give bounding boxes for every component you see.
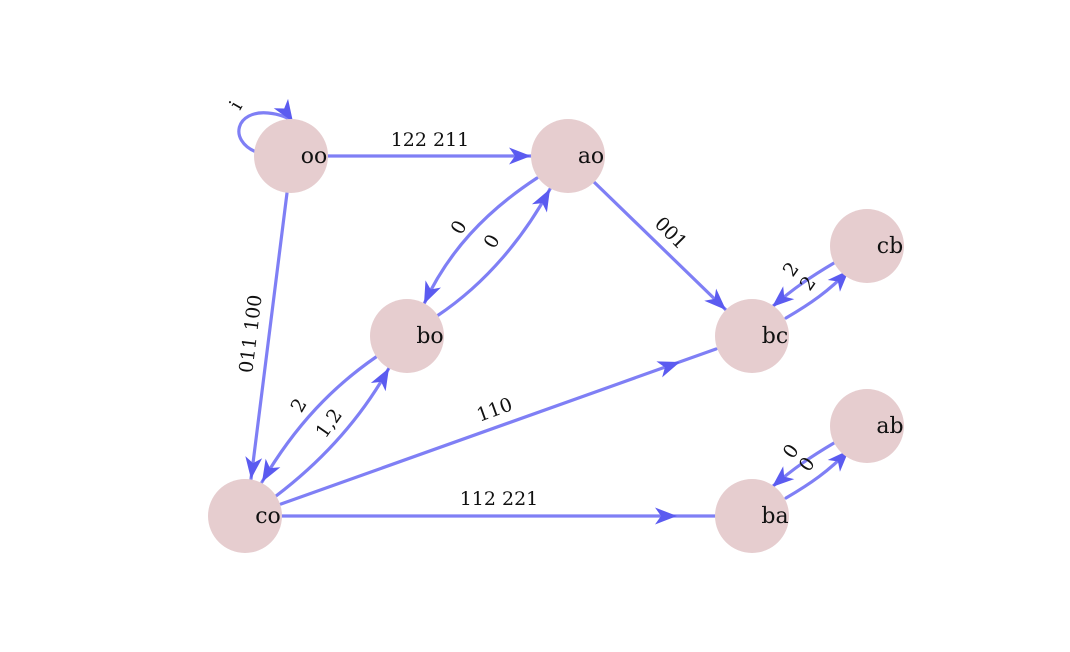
edge-label-co-ba: 112 221 (460, 488, 539, 510)
node-circle (531, 119, 605, 193)
arrowhead (370, 368, 389, 392)
node-label: bo (416, 324, 443, 349)
node-label: ao (578, 144, 604, 169)
edge-bc-cb (784, 268, 851, 320)
node-ab: ab (830, 389, 904, 463)
node-cb: cb (830, 209, 904, 283)
edge-ao-bo (422, 176, 539, 306)
nodes-layer: oo ao bo bc cb co ba ab (208, 119, 904, 553)
edge-line (274, 366, 391, 498)
node-label: oo (301, 144, 328, 169)
edge-label-bo-co: 2 (287, 395, 312, 416)
edge-co-bo (274, 366, 391, 498)
arrowhead (772, 466, 795, 487)
node-bo: bo (370, 299, 444, 373)
node-oo: oo (254, 119, 328, 193)
node-label: cb (877, 234, 903, 259)
edge-bo-ao (435, 187, 552, 318)
node-bc: bc (715, 299, 789, 373)
edge-ab-ba (770, 441, 836, 489)
arrowhead (704, 288, 726, 310)
node-ao: ao (531, 119, 605, 193)
node-label: co (255, 504, 281, 529)
edge-oo-oo (237, 98, 295, 154)
node-ba: ba (715, 479, 789, 553)
arrowhead (772, 286, 795, 307)
edge-label-ao-bc: 001 (650, 213, 691, 254)
arrowhead (655, 507, 677, 525)
arrowhead (273, 98, 293, 122)
edge-label-oo-ao: 122 211 (391, 129, 470, 151)
edge-cb-bc (770, 261, 836, 309)
edge-line (237, 111, 295, 154)
edge-line (279, 347, 718, 506)
edge-label-oo-co: 011 100 (235, 294, 266, 375)
arrowhead (827, 450, 849, 472)
edge-line (422, 176, 539, 306)
edge-line (249, 191, 289, 481)
node-label: ba (761, 504, 788, 529)
edge-co-ba (280, 507, 717, 525)
edge-ba-ab (784, 448, 851, 500)
node-circle (715, 479, 789, 553)
node-circle (830, 209, 904, 283)
edge-label-bc-cb: 2 (796, 272, 821, 295)
arrowhead (509, 147, 531, 165)
edge-bo-co (260, 355, 378, 484)
edge-oo-ao (326, 147, 533, 165)
node-circle (370, 299, 444, 373)
arrowhead (245, 456, 263, 479)
edge-co-bc (279, 347, 718, 506)
edge-label-ba-ab: 0 (795, 453, 820, 476)
node-circle (254, 119, 328, 193)
edge-line (260, 355, 378, 484)
node-circle (208, 479, 282, 553)
edge-oo-co (245, 191, 289, 481)
arrowhead (827, 270, 849, 292)
arrowhead (531, 189, 550, 213)
node-circle (715, 299, 789, 373)
edge-line (592, 180, 728, 312)
edge-ao-bc (592, 180, 728, 312)
node-circle (830, 389, 904, 463)
node-label: ab (876, 414, 903, 439)
arrowhead (262, 458, 281, 482)
node-label: bc (762, 324, 788, 349)
arrowhead (424, 280, 441, 304)
edges-layer (237, 98, 851, 525)
edge-label-bo-ao: 0 (480, 231, 505, 252)
edge-line (435, 187, 552, 318)
edge-label-oo-oo: i (225, 97, 247, 113)
arrowhead (656, 361, 680, 378)
node-co: co (208, 479, 282, 553)
